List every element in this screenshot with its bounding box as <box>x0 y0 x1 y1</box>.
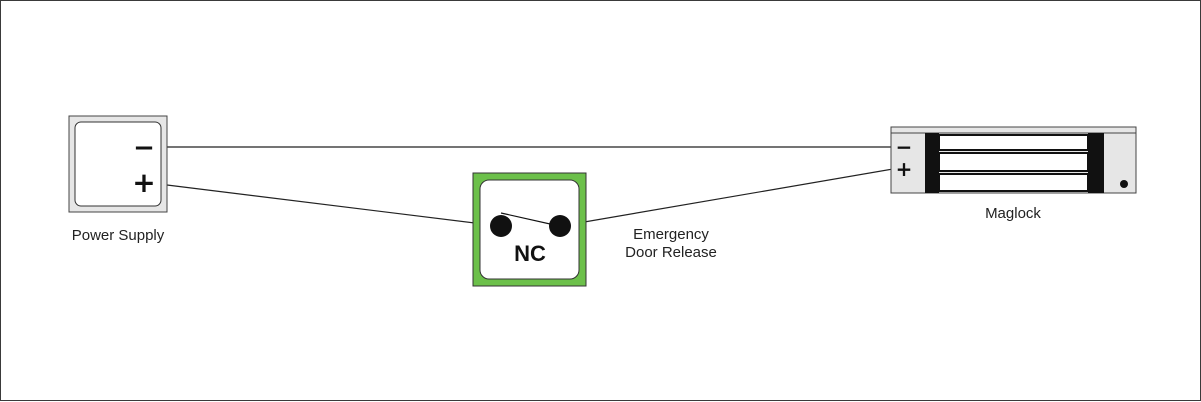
maglock-coil-bottom <box>938 173 1089 192</box>
switch-contact-type: NC <box>514 241 546 266</box>
wire-positive-to-switch <box>166 184 500 227</box>
power-supply-label: Power Supply <box>71 227 165 244</box>
switch-face <box>479 179 580 280</box>
power-supply-minus-terminal: − <box>133 133 155 163</box>
switch-terminal-left <box>490 215 512 237</box>
maglock-plus-terminal: + <box>896 157 913 181</box>
wire-switch-to-maglock <box>560 168 894 227</box>
maglock-indicator-dot <box>1120 180 1128 188</box>
switch-label-line1: Emergency <box>633 226 709 243</box>
maglock-coil-top <box>938 134 1089 151</box>
power-supply-inner <box>74 121 162 207</box>
power-supply-plus-terminal: + <box>132 166 155 199</box>
switch-label-line2: Door Release <box>625 244 717 261</box>
maglock-coil-middle <box>938 152 1089 172</box>
switch-label: Emergency Door Release <box>601 226 741 262</box>
maglock-right-plate <box>1088 133 1104 193</box>
emergency-door-release: NC <box>472 172 587 287</box>
power-supply: − + <box>68 115 168 213</box>
maglock: − + <box>890 126 1137 194</box>
maglock-minus-terminal: − <box>896 135 913 159</box>
switch-terminal-right <box>549 215 571 237</box>
maglock-left-plate <box>925 133 939 193</box>
maglock-label: Maglock <box>985 205 1041 222</box>
